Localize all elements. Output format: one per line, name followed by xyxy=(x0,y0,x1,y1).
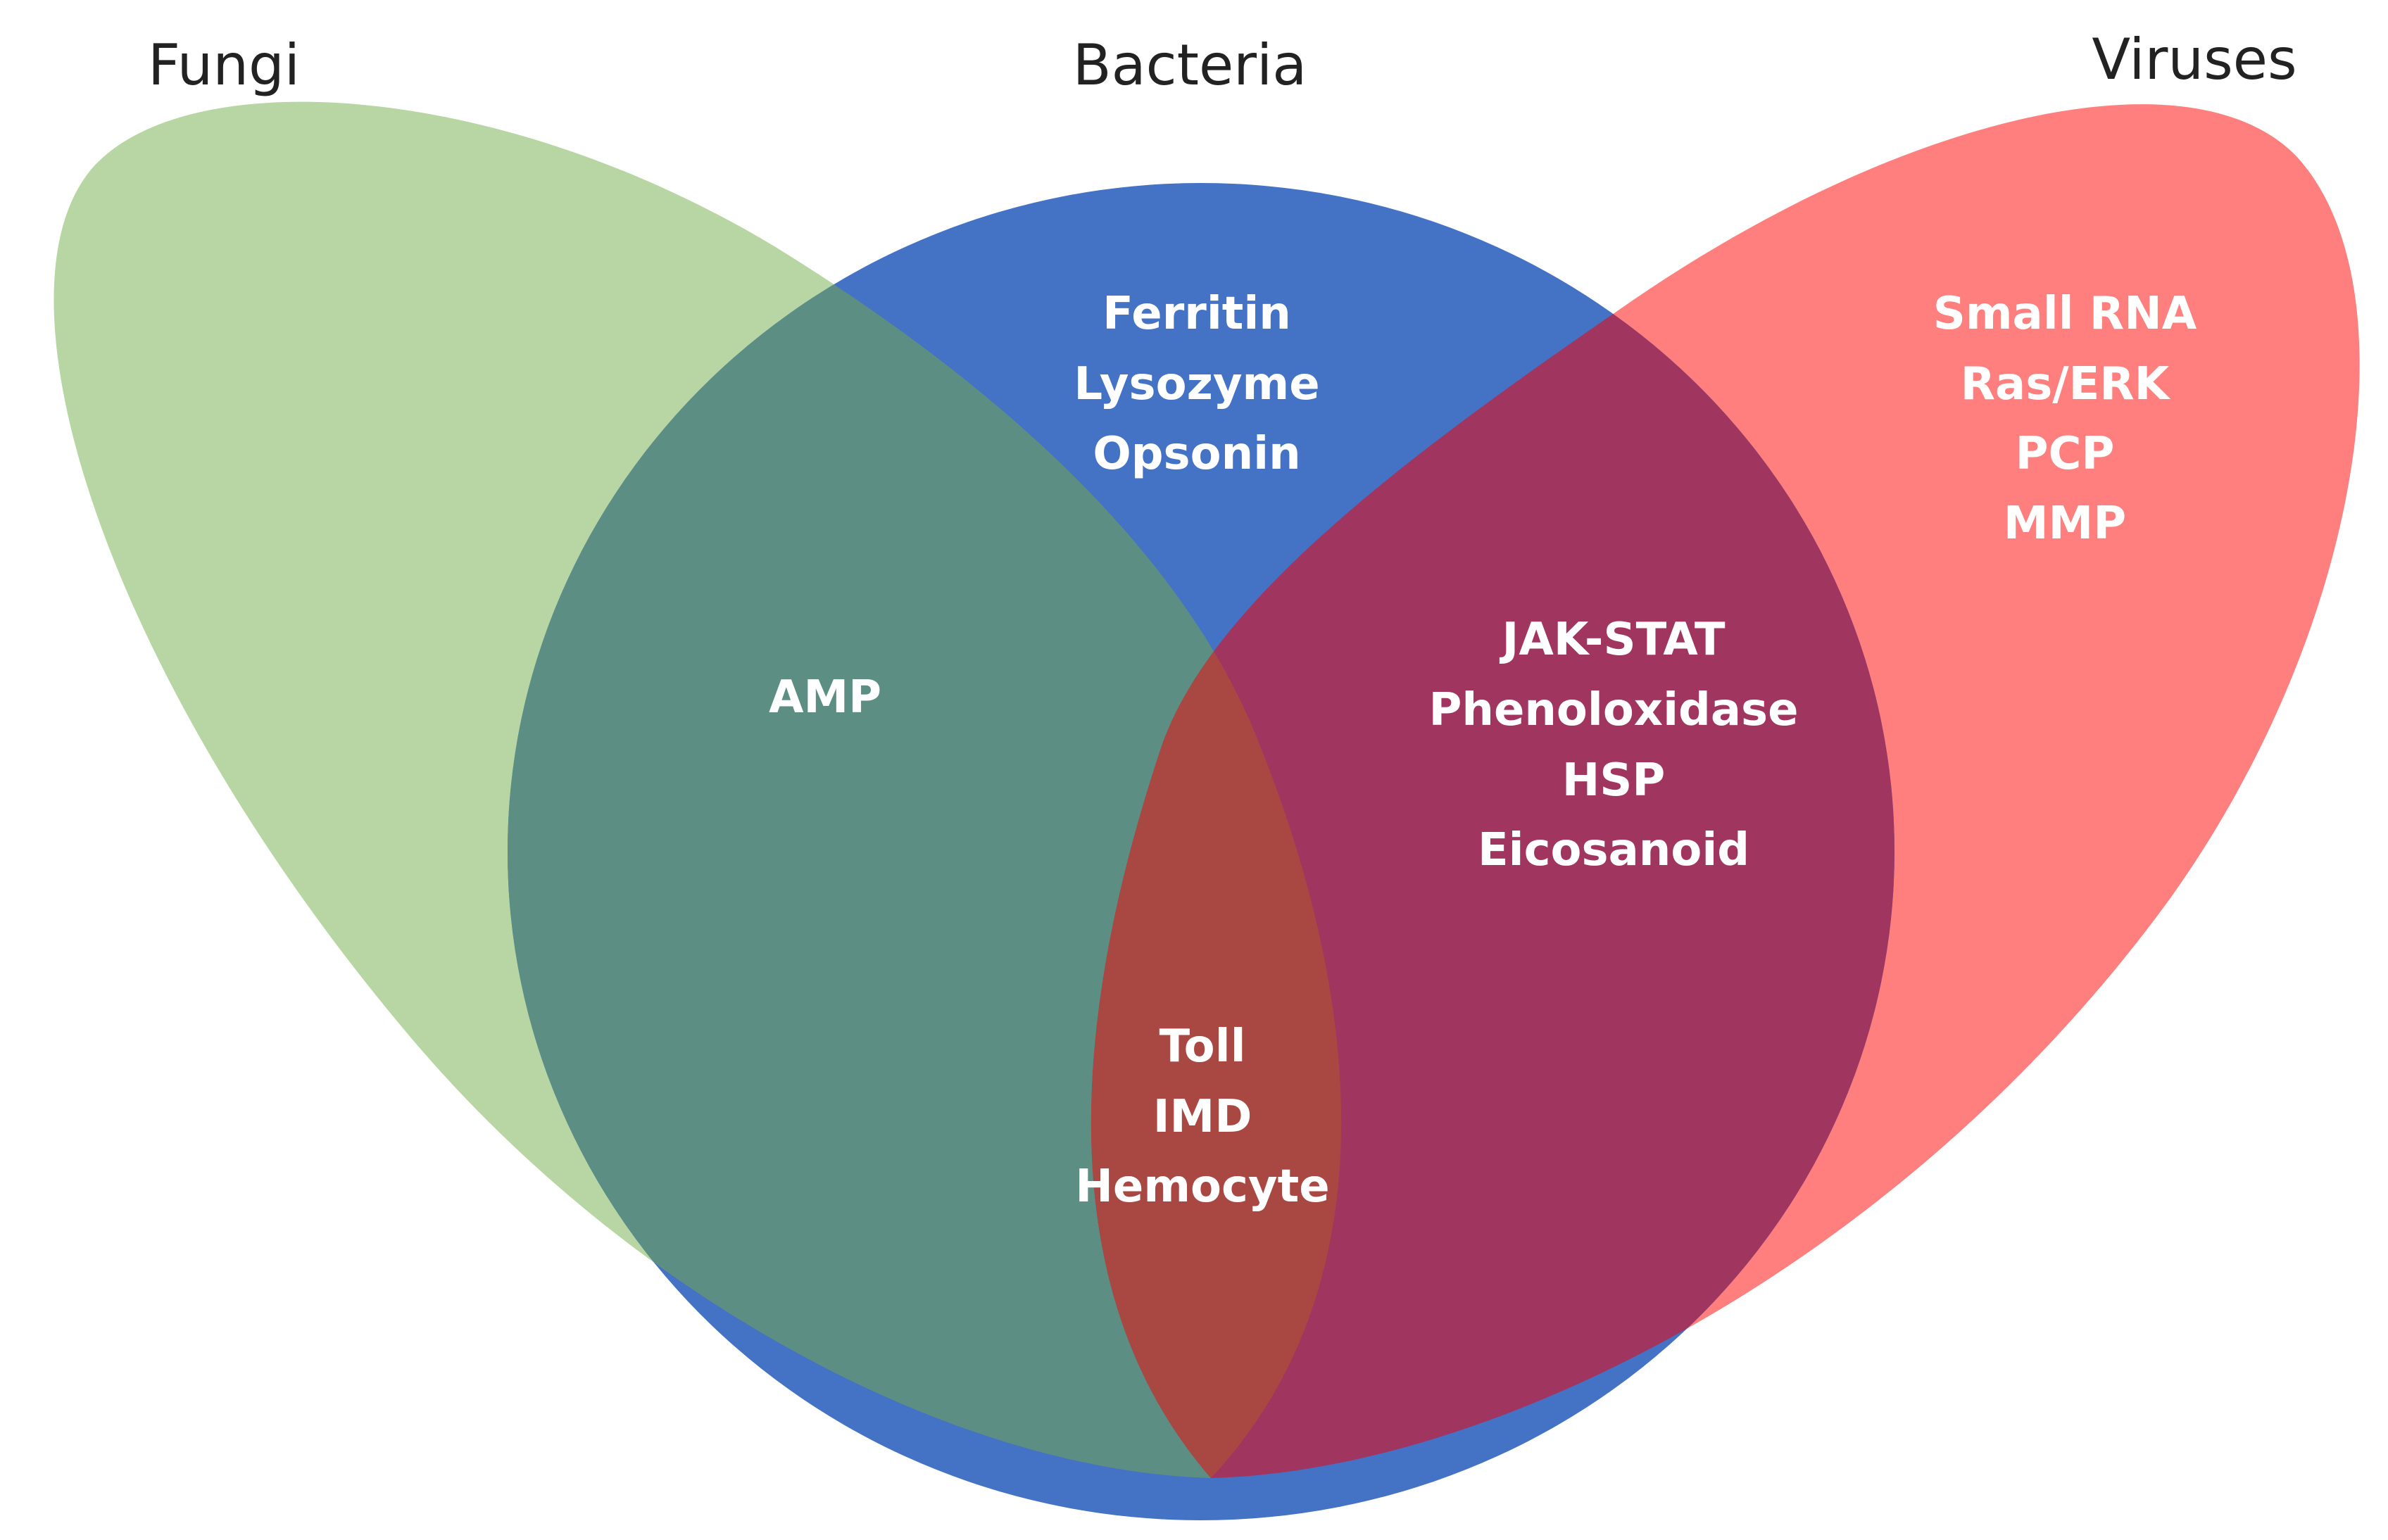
bacteria-viruses-item: Eicosanoid xyxy=(1478,824,1749,876)
all-three-item: Hemocyte xyxy=(1075,1161,1329,1213)
bacteria-only-item: Ferritin xyxy=(1102,288,1291,340)
all-three-item: Toll xyxy=(1160,1021,1246,1073)
viruses-only-item: MMP xyxy=(2004,498,2126,550)
bacteria-only-item: Opsonin xyxy=(1093,428,1300,480)
bacteria-viruses-item: HSP xyxy=(1562,755,1666,807)
bacteria-title: Bacteria xyxy=(1073,32,1307,98)
bacteria-only-item: Lysozyme xyxy=(1074,358,1319,410)
viruses-only-item: PCP xyxy=(2016,428,2115,480)
viruses-only-item: Small RNA xyxy=(1933,288,2197,340)
bacteria-viruses-item: Phenoloxidase xyxy=(1428,684,1798,736)
all-three-item: IMD xyxy=(1153,1091,1252,1143)
viruses-only-item: Ras/ERK xyxy=(1961,358,2171,410)
fungi-title: Fungi xyxy=(148,32,300,98)
fungi-bacteria-overlap xyxy=(508,183,1342,1478)
bacteria-viruses-overlap xyxy=(1091,183,1894,1478)
bacteria-viruses-item: JAK-STAT xyxy=(1500,614,1726,666)
fungi-bacteria-item: AMP xyxy=(769,671,881,724)
viruses-title: Viruses xyxy=(2092,27,2296,92)
